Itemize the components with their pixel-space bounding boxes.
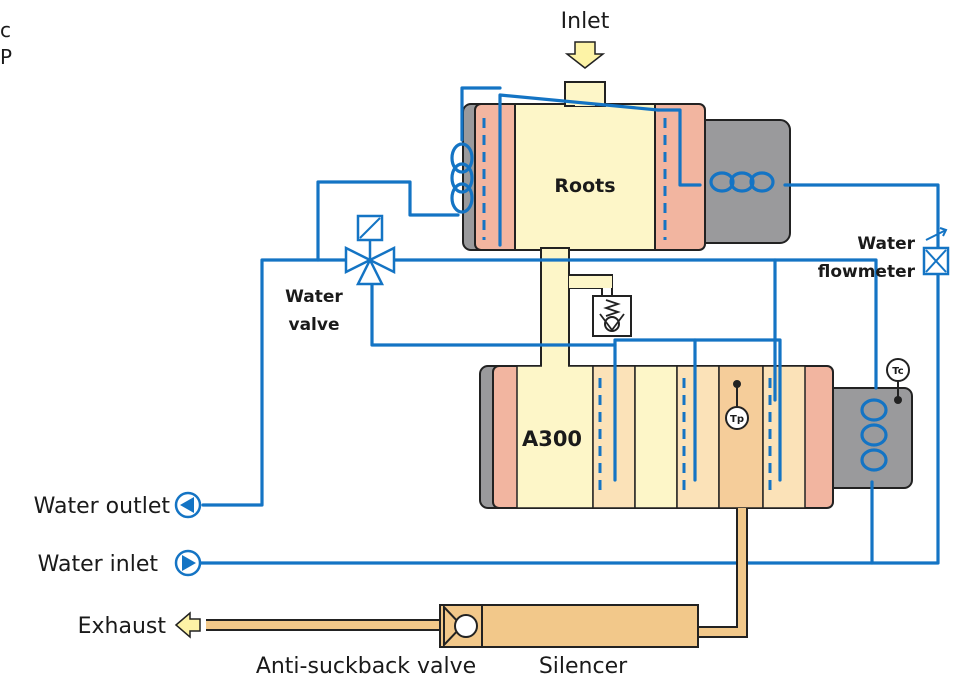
water-outlet-arrow-icon (174, 491, 202, 519)
water-flowmeter-label-line1: Water (857, 234, 915, 254)
a300-pump (479, 362, 913, 509)
water-valve-label-line2: valve (289, 315, 340, 335)
sensor-tp-label: Tp (730, 414, 744, 425)
anti-suckback-valve-label: Anti-suckback valve (256, 654, 476, 679)
a300-label: A300 (522, 427, 582, 451)
water-inlet-label: Water inlet (38, 552, 159, 577)
cooling-coils (450, 142, 888, 472)
roots-label: Roots (554, 175, 615, 197)
inlet-label: Inlet (561, 9, 610, 34)
water-outlet-label: Water outlet (34, 494, 171, 519)
check-valve-icon (592, 295, 632, 337)
sensor-tc-label: Tc (892, 366, 903, 377)
corner-label-p: P (0, 45, 12, 69)
exhaust-line (206, 508, 748, 648)
roots-pump (462, 81, 791, 251)
exhaust-arrow-icon (174, 611, 201, 639)
corner-label-c: c (0, 18, 11, 42)
water-valve-label-line1: Water (285, 287, 343, 307)
silencer-label: Silencer (539, 654, 628, 679)
flowmeter-icon (922, 227, 950, 276)
water-inlet-arrow-icon (174, 549, 202, 577)
exhaust-label: Exhaust (78, 614, 167, 639)
inlet-arrow-icon (564, 41, 606, 69)
transfer-duct (540, 247, 613, 369)
temperature-sensor-icon: Tc (886, 358, 910, 404)
water-flowmeter-label-line2: flowmeter (818, 262, 916, 282)
temperature-sensor-icon: Tp (725, 380, 749, 430)
water-circuit (198, 86, 940, 565)
solenoid-valve-icon (344, 214, 396, 286)
